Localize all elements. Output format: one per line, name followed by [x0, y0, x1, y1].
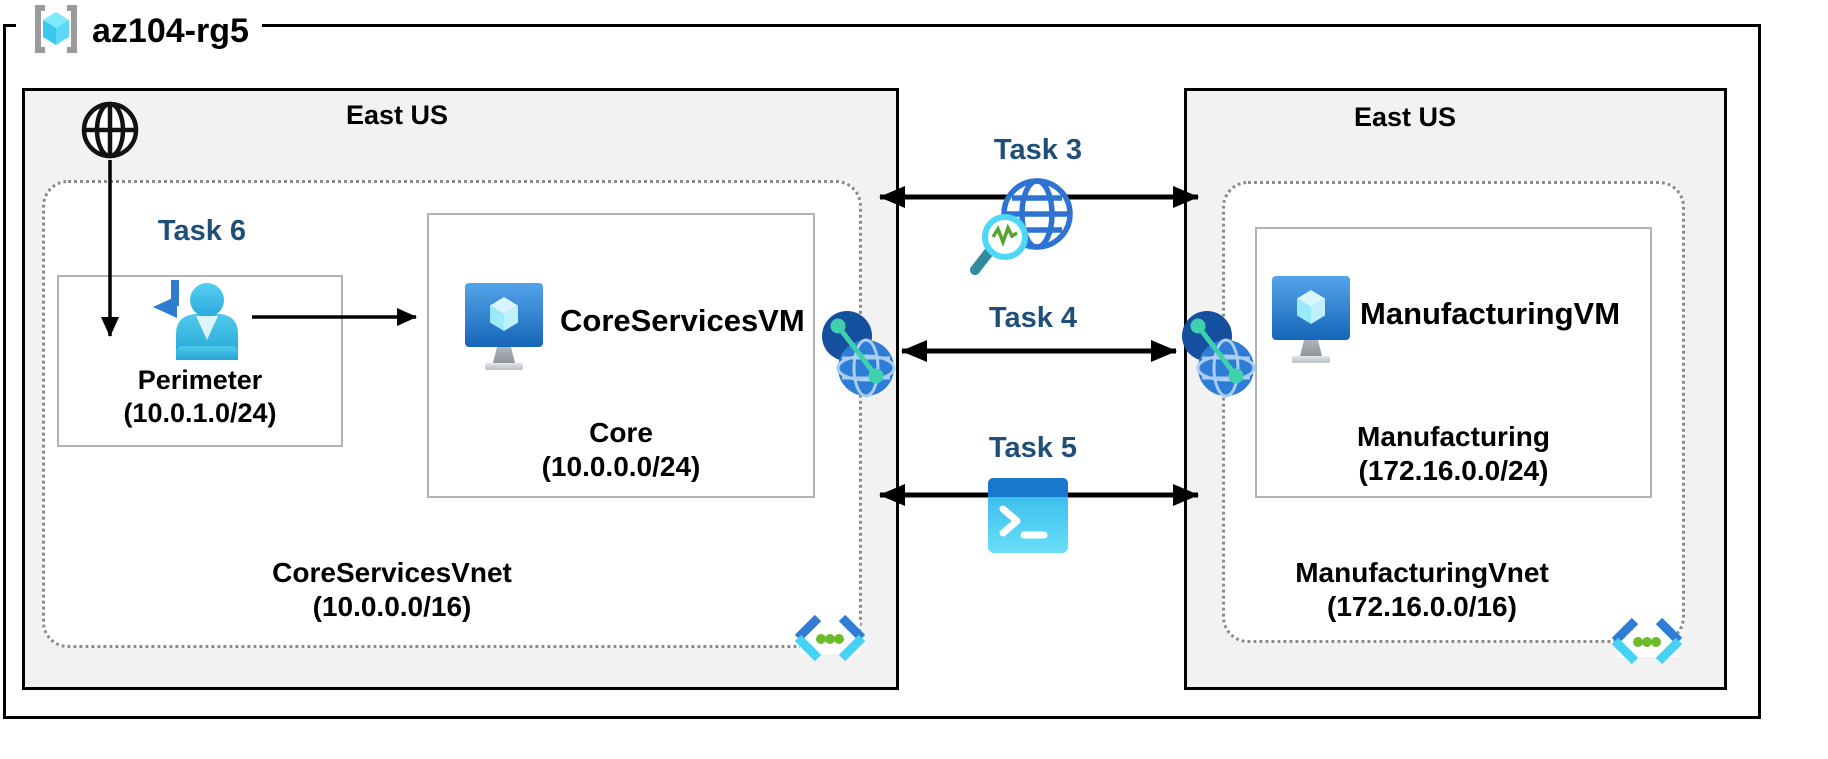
region-right-location: East US [1353, 102, 1457, 132]
subnet-icon-right [1611, 617, 1683, 665]
prompt-chevron [999, 505, 1021, 537]
task3-label: Task 3 [993, 134, 1083, 166]
cloud-shell-icon [988, 478, 1068, 553]
resource-group-name: az104-rg5 [92, 12, 249, 50]
vnet-peering-icon-right [1182, 311, 1256, 398]
subnet-manufacturing-name: Manufacturing [1357, 421, 1550, 452]
subnet-icon-left [794, 614, 866, 662]
task5-label: Task 5 [988, 432, 1078, 464]
vnet-peering-icon-left [822, 311, 896, 398]
subnet-perimeter-cidr: (10.0.1.0/24) [123, 398, 277, 428]
vnet-manufacturing-labels: ManufacturingVnet (172.16.0.0/16) [1222, 556, 1622, 624]
subnet-perimeter-name: Perimeter [137, 365, 263, 395]
manufacturing-vm-name: ManufacturingVM [1360, 296, 1621, 331]
region-left-location: East US [345, 100, 449, 130]
vnet-coreservices-cidr: (10.0.0.0/16) [312, 591, 472, 622]
task6-label: Task 6 [157, 215, 247, 247]
vnet-manufacturing-name: ManufacturingVnet [1295, 557, 1549, 588]
core-vm-name: CoreServicesVM [560, 303, 805, 338]
manufacturing-vm-icon [1272, 276, 1350, 363]
subnet-core-labels: Core (10.0.0.0/24) [427, 416, 815, 484]
magnifier-handle [970, 247, 994, 275]
pulse-line [991, 223, 1018, 248]
subnet-core-cidr: (10.0.0.0/24) [541, 451, 701, 482]
subnet-perimeter-labels: Perimeter (10.0.1.0/24) [57, 364, 343, 430]
core-vm-icon [465, 283, 543, 370]
internet-globe-icon [81, 101, 139, 159]
subnet-core-name: Core [589, 417, 653, 448]
vnet-coreservices-labels: CoreServicesVnet (10.0.0.0/16) [42, 556, 742, 624]
guest-user-icon [153, 280, 238, 360]
subnet-manufacturing-labels: Manufacturing (172.16.0.0/24) [1255, 420, 1652, 488]
vnet-coreservices-name: CoreServicesVnet [272, 557, 512, 588]
task4-label: Task 4 [988, 302, 1078, 334]
network-watcher-icon [970, 178, 1073, 275]
subnet-box-core [427, 213, 815, 498]
vnet-manufacturing-cidr: (172.16.0.0/16) [1327, 591, 1517, 622]
subnet-manufacturing-cidr: (172.16.0.0/24) [1358, 455, 1549, 486]
resource-group-icon [35, 5, 77, 53]
